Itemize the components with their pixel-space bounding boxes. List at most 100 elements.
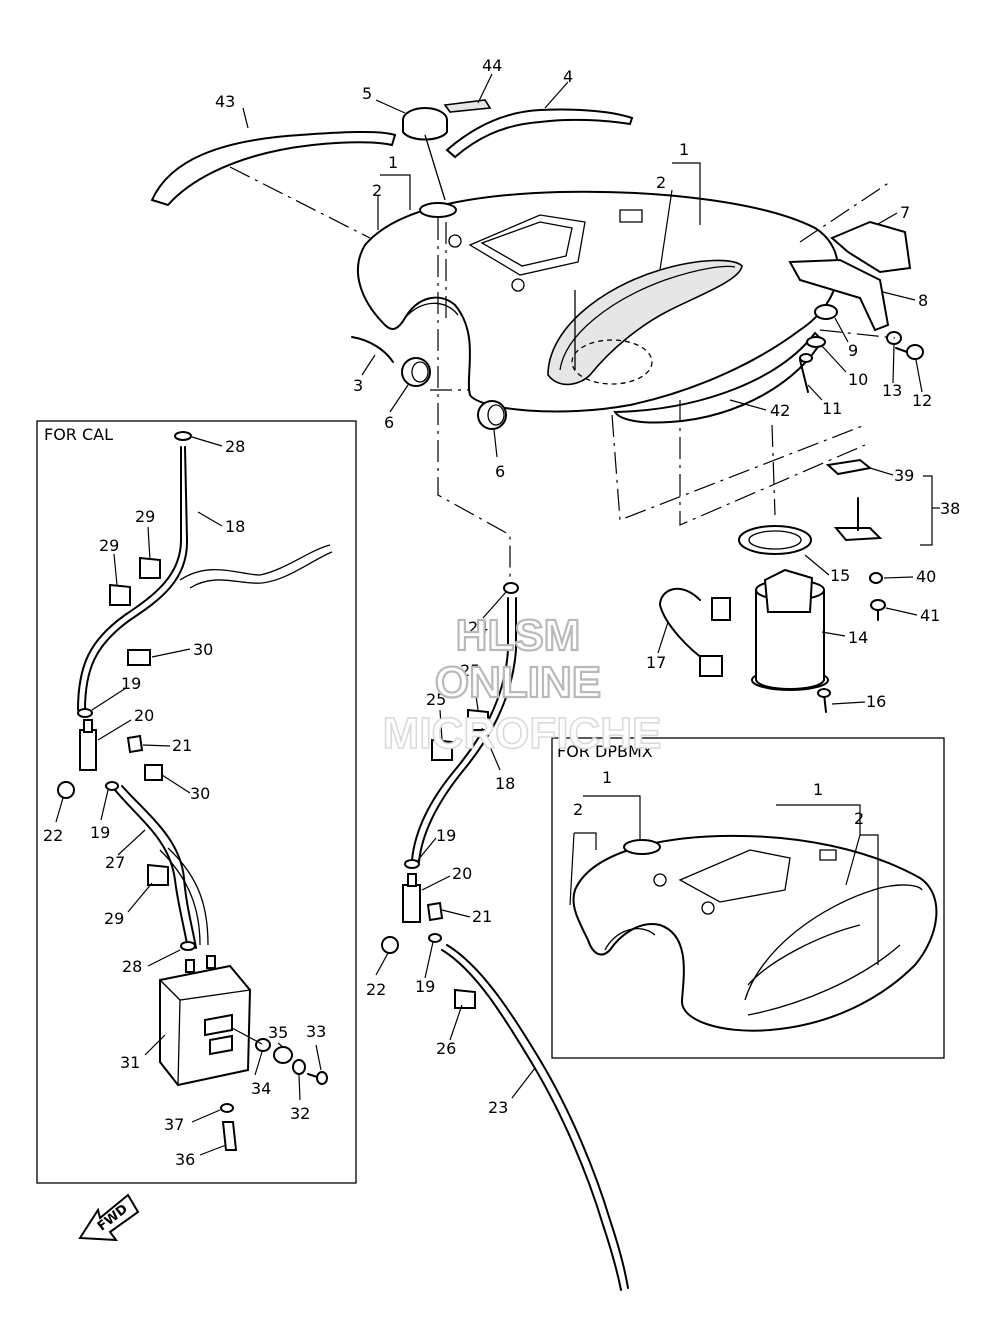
callout-29b: 29 — [99, 536, 119, 555]
fuel-tank — [356, 190, 839, 413]
callout-36: 36 — [175, 1150, 195, 1169]
callout-35: 35 — [268, 1023, 288, 1042]
clip-25b — [431, 738, 453, 761]
clamp-28b — [180, 941, 196, 951]
clip-21b — [426, 901, 444, 922]
callout-38: 38 — [940, 499, 960, 518]
watermark: HLSM ONLINE MICROFICHE — [382, 610, 662, 759]
callout-10: 10 — [848, 370, 868, 389]
callout-28a: 28 — [225, 437, 245, 456]
callout-25a: 25 — [460, 661, 480, 680]
callout-29a: 29 — [135, 507, 155, 526]
callout-8: 8 — [918, 291, 928, 310]
callout-4: 4 — [563, 67, 573, 86]
callout-20a: 20 — [134, 706, 154, 725]
clamp-19d — [428, 933, 442, 943]
washer-32 — [292, 1059, 306, 1075]
fuel-cap — [402, 107, 448, 201]
box-for-dpbmx — [551, 737, 945, 1059]
callout-5: 5 — [362, 84, 372, 103]
callout-32: 32 — [290, 1104, 310, 1123]
callout-1c: 1 — [602, 768, 612, 787]
callout-22b: 22 — [366, 980, 386, 999]
clip-21a — [126, 734, 144, 754]
callout-2c: 2 — [573, 800, 583, 819]
callout-22a: 22 — [43, 826, 63, 845]
hose-23 — [441, 944, 629, 1291]
callout-2b: 2 — [656, 173, 666, 192]
bracket-8 — [788, 258, 890, 332]
callout-6a: 6 — [384, 413, 394, 432]
callout-2a: 2 — [372, 181, 382, 200]
callout-18b: 18 — [495, 774, 515, 793]
washer-10 — [806, 336, 826, 348]
callout-12: 12 — [912, 391, 932, 410]
box-for-cal-label: FOR CAL — [44, 425, 113, 444]
callout-20b: 20 — [452, 864, 472, 883]
nut-22a — [57, 781, 75, 799]
callout-43: 43 — [215, 92, 235, 111]
callout-27: 27 — [105, 853, 125, 872]
assembly-lines — [229, 166, 896, 585]
emblem-pad-44 — [443, 99, 492, 113]
callout-1d: 1 — [813, 780, 823, 799]
tank-side-cover-43 — [150, 130, 397, 207]
callout-15: 15 — [830, 566, 850, 585]
clip-30b — [144, 764, 163, 781]
callout-30a: 30 — [193, 640, 213, 659]
screw-41 — [870, 599, 886, 621]
callout-37: 37 — [164, 1115, 184, 1134]
hose-3 — [351, 336, 394, 363]
clip-26 — [454, 988, 476, 1009]
callout-2d: 2 — [854, 809, 864, 828]
callout-29c: 29 — [104, 909, 124, 928]
callout-30b: 30 — [190, 784, 210, 803]
joint-20a — [79, 719, 97, 771]
nut-22b — [381, 936, 399, 954]
clip-30a — [127, 649, 151, 666]
callout-3: 3 — [353, 376, 363, 395]
pump-harness-17 — [659, 587, 731, 677]
callout-34: 34 — [251, 1079, 271, 1098]
callout-numbers: 1 2 1 2 3 4 5 6 6 7 8 9 10 11 12 13 14 1… — [43, 56, 960, 1169]
callout-42: 42 — [770, 401, 790, 420]
callout-19c: 19 — [436, 826, 456, 845]
callout-19d: 19 — [415, 977, 435, 996]
damper-6a — [401, 357, 431, 387]
collar-9 — [814, 304, 838, 320]
clip-25a — [467, 708, 489, 731]
callout-40: 40 — [916, 567, 936, 586]
bolt-11 — [799, 353, 813, 393]
watermark-line3: MICROFICHE — [383, 709, 662, 758]
callout-44: 44 — [482, 56, 502, 75]
grommet-35 — [273, 1046, 293, 1064]
clip-29a — [139, 556, 161, 579]
bolt-33 — [307, 1071, 328, 1085]
clip-29c — [147, 863, 169, 886]
fwd-arrow-icon: FWD — [78, 1193, 140, 1242]
clamp-19c — [404, 859, 420, 869]
callout-1a: 1 — [388, 153, 398, 172]
gasket-15 — [738, 525, 812, 555]
callout-26: 26 — [436, 1039, 456, 1058]
callout-17: 17 — [646, 653, 666, 672]
cal-hoses — [77, 446, 333, 951]
dpbmx-fuel-tank — [572, 834, 938, 1032]
bolt-12 — [895, 344, 924, 360]
bracket-7 — [830, 220, 912, 274]
tank-side-cover-4 — [445, 108, 634, 159]
gasket-40 — [869, 572, 883, 584]
callout-11: 11 — [822, 399, 842, 418]
watermark-line2: ONLINE — [435, 658, 601, 707]
box-for-dpbmx-label: FOR DPBMX — [557, 742, 653, 761]
leader-lines — [55, 73, 940, 1156]
joint-20b — [402, 873, 421, 923]
callout-41: 41 — [920, 606, 940, 625]
callout-19b: 19 — [90, 823, 110, 842]
clamp-19b — [105, 781, 119, 791]
hose-36 — [221, 1121, 238, 1151]
clip-29b — [109, 583, 131, 606]
box-for-cal — [36, 420, 357, 1184]
callout-6b: 6 — [495, 462, 505, 481]
sender-38 — [825, 458, 883, 542]
